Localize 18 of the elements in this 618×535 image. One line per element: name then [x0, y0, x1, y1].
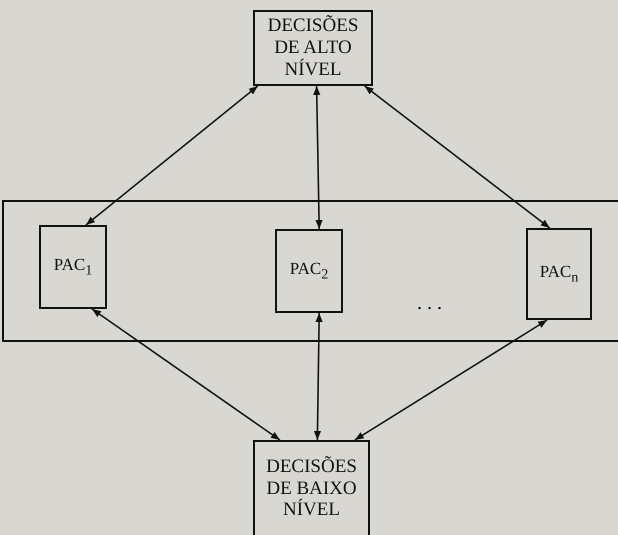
- node-label: DECISÕES DE ALTO NÍVEL: [266, 15, 360, 81]
- double-arrow: [314, 312, 323, 440]
- node-label: PAC$_{2}$: [290, 259, 328, 283]
- group-frame: [2, 200, 618, 342]
- node-label: PAC$_{1}$: [54, 255, 92, 279]
- process-box: [39, 225, 107, 309]
- double-arrow: [364, 85, 550, 229]
- node-label: DECISÕES DE BAIXO NÍVEL: [265, 456, 358, 522]
- double-arrow: [85, 85, 258, 226]
- decision-box: [253, 440, 370, 535]
- process-box: [526, 228, 592, 320]
- double-arrow: [313, 86, 323, 230]
- node-label: PAC$_{n}$: [540, 262, 578, 286]
- process-box: [275, 229, 343, 313]
- double-arrow: [354, 319, 548, 441]
- decision-box: [253, 10, 373, 86]
- double-arrow: [92, 308, 280, 441]
- ellipsis-label: . . .: [417, 292, 442, 315]
